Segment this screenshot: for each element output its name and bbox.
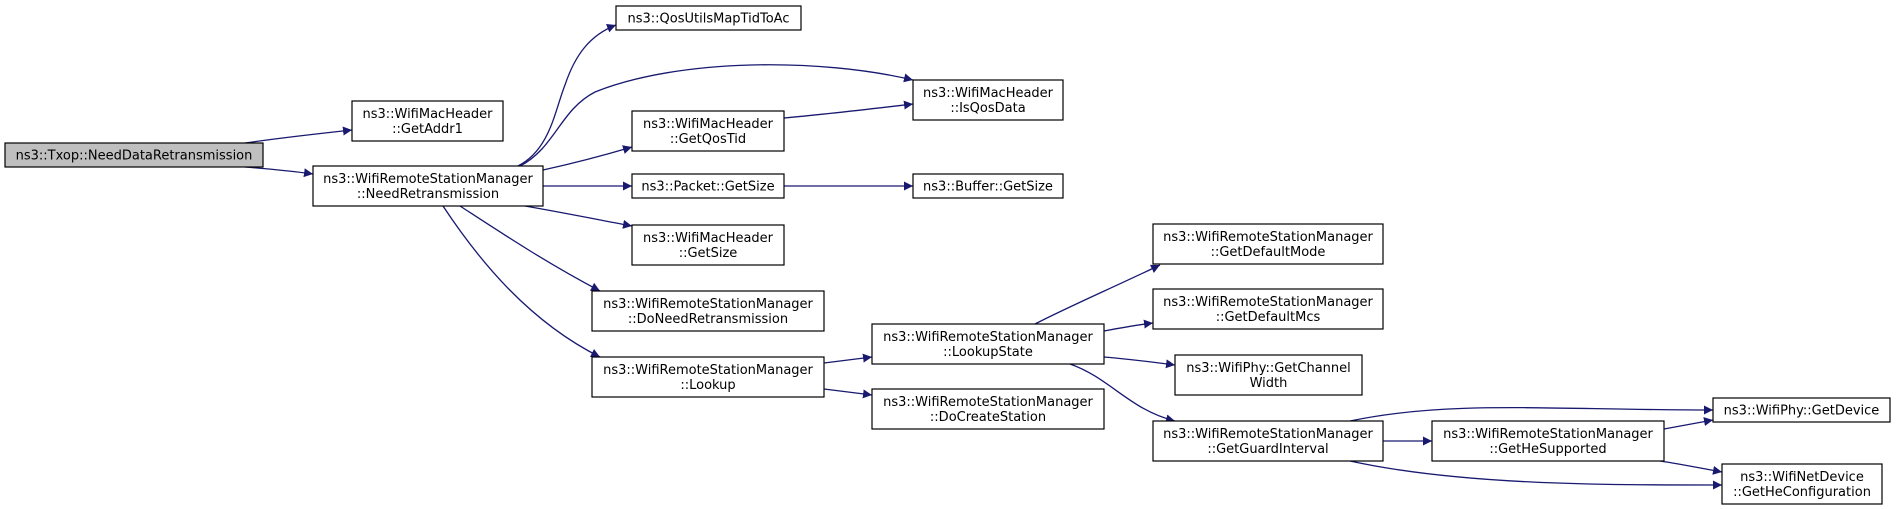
node-label-line: ::IsQosData	[950, 101, 1025, 116]
node-getdev[interactable]: ns3::WifiPhy::GetDevice	[1712, 397, 1891, 423]
node-label-line: ::DoNeedRetransmission	[628, 312, 788, 327]
node-box	[4, 142, 264, 168]
edge-needre-to-qostid	[542, 145, 633, 171]
node-label-line: ns3::WifiRemoteStationManager	[603, 297, 813, 312]
node-label-line: ns3::WifiMacHeader	[923, 86, 1054, 101]
nodes-layer: ns3::Txop::NeedDataRetransmissionns3::Wi…	[4, 5, 1891, 505]
node-qostid[interactable]: ns3::WifiMacHeader::GetQosTid	[631, 110, 785, 152]
node-label-line: ns3::WifiNetDevice	[1740, 470, 1864, 485]
edge-lkstate-to-chanw	[1103, 356, 1176, 369]
node-box	[591, 356, 825, 398]
edge-guard-to-getdev	[1349, 405, 1714, 422]
node-pktsz[interactable]: ns3::Packet::GetSize	[631, 173, 785, 199]
edge-needre-to-doneed	[459, 205, 601, 292]
node-label-line: ::GetDefaultMode	[1211, 245, 1326, 260]
edge-needre-to-qosmap	[517, 24, 617, 167]
node-qosmap[interactable]: ns3::QosUtilsMapTidToAc	[615, 5, 802, 31]
node-label-line: ns3::WifiRemoteStationManager	[1443, 427, 1653, 442]
node-hesup[interactable]: ns3::WifiRemoteStationManager::GetHeSupp…	[1431, 420, 1665, 462]
edge-hesup-to-hecfg	[1659, 460, 1723, 475]
edge-root-to-needre	[244, 166, 314, 178]
node-hdrsz[interactable]: ns3::WifiMacHeader::GetSize	[631, 224, 785, 266]
node-box	[351, 100, 504, 142]
node-box	[1152, 223, 1384, 265]
node-label-line: ns3::WifiMacHeader	[362, 107, 493, 122]
node-box	[871, 323, 1105, 365]
edges-layer	[244, 24, 1723, 490]
node-box	[631, 110, 785, 152]
node-label-line: ::GetAddr1	[392, 122, 463, 137]
node-label-line: ::GetDefaultMcs	[1216, 310, 1321, 325]
node-label-line: ns3::WifiMacHeader	[643, 231, 774, 246]
node-box	[1431, 420, 1665, 462]
edge-guard-to-hecfg	[1349, 460, 1723, 490]
node-box	[312, 165, 544, 207]
edge-needre-to-isqos	[519, 64, 914, 167]
node-label-line: ::GetHeSupported	[1489, 442, 1606, 457]
node-label-line: ns3::WifiPhy::GetDevice	[1724, 404, 1880, 419]
node-root[interactable]: ns3::Txop::NeedDataRetransmission	[4, 142, 264, 168]
node-label-line: ns3::WifiRemoteStationManager	[1163, 427, 1373, 442]
node-label-line: ::Lookup	[680, 378, 735, 393]
node-box	[1712, 397, 1891, 423]
node-label-line: ::GetSize	[679, 246, 738, 261]
node-guard[interactable]: ns3::WifiRemoteStationManager::GetGuardI…	[1152, 420, 1384, 462]
node-label-line: ns3::WifiMacHeader	[643, 117, 774, 132]
edge-lookup-to-lkstate	[823, 353, 873, 364]
node-label-line: ns3::Buffer::GetSize	[923, 180, 1053, 195]
node-label-line: ::DoCreateStation	[930, 410, 1046, 425]
node-label-line: ns3::WifiRemoteStationManager	[1163, 295, 1373, 310]
node-label-line: ns3::WifiRemoteStationManager	[603, 363, 813, 378]
node-doneed[interactable]: ns3::WifiRemoteStationManager::DoNeedRet…	[591, 290, 825, 332]
node-needre[interactable]: ns3::WifiRemoteStationManager::NeedRetra…	[312, 165, 544, 207]
node-box	[912, 173, 1064, 199]
node-label-line: ::LookupState	[943, 345, 1033, 360]
node-label-line: Width	[1250, 376, 1288, 391]
edge-qostid-to-isqos	[783, 100, 914, 119]
node-box	[1152, 288, 1384, 330]
node-label-line: ns3::WifiRemoteStationManager	[883, 395, 1093, 410]
node-label-line: ::GetQosTid	[670, 132, 746, 147]
node-box	[591, 290, 825, 332]
node-box	[871, 388, 1105, 430]
edge-needre-to-lookup	[442, 205, 601, 358]
node-docreate[interactable]: ns3::WifiRemoteStationManager::DoCreateS…	[871, 388, 1105, 430]
node-box	[912, 79, 1064, 121]
node-label-line: ns3::WifiRemoteStationManager	[1163, 230, 1373, 245]
node-label-line: ::GetGuardInterval	[1207, 442, 1328, 457]
edge-lkstate-to-guard	[1069, 363, 1176, 424]
node-bufsz[interactable]: ns3::Buffer::GetSize	[912, 173, 1064, 199]
node-defmcs[interactable]: ns3::WifiRemoteStationManager::GetDefaul…	[1152, 288, 1384, 330]
node-label-line: ::GetHeConfiguration	[1733, 485, 1871, 500]
node-box	[615, 5, 802, 31]
node-label-line: ns3::WifiRemoteStationManager	[883, 330, 1093, 345]
node-label-line: ns3::WifiPhy::GetChannel	[1186, 361, 1351, 376]
node-box	[631, 224, 785, 266]
node-label-line: ns3::QosUtilsMapTidToAc	[628, 12, 790, 27]
edge-lkstate-to-defmcs	[1103, 319, 1154, 332]
node-label-line: ns3::Txop::NeedDataRetransmission	[16, 149, 253, 164]
node-label-line: ::NeedRetransmission	[357, 187, 499, 202]
node-defmode[interactable]: ns3::WifiRemoteStationManager::GetDefaul…	[1152, 223, 1384, 265]
node-box	[1152, 420, 1384, 462]
node-lookup[interactable]: ns3::WifiRemoteStationManager::Lookup	[591, 356, 825, 398]
edge-lookup-to-docreate	[823, 388, 873, 399]
edge-hesup-to-getdev	[1663, 417, 1714, 430]
edge-root-to-addr1	[244, 126, 353, 144]
node-box	[1721, 463, 1883, 505]
node-box	[631, 173, 785, 199]
edge-needre-to-hdrsz	[524, 205, 633, 229]
node-label-line: ns3::WifiRemoteStationManager	[323, 172, 533, 187]
edge-lkstate-to-defmode	[1034, 264, 1161, 325]
node-lkstate[interactable]: ns3::WifiRemoteStationManager::LookupSta…	[871, 323, 1105, 365]
node-box	[1174, 354, 1363, 396]
node-label-line: ns3::Packet::GetSize	[641, 180, 774, 195]
node-addr1[interactable]: ns3::WifiMacHeader::GetAddr1	[351, 100, 504, 142]
node-isqos[interactable]: ns3::WifiMacHeader::IsQosData	[912, 79, 1064, 121]
node-hecfg[interactable]: ns3::WifiNetDevice::GetHeConfiguration	[1721, 463, 1883, 505]
